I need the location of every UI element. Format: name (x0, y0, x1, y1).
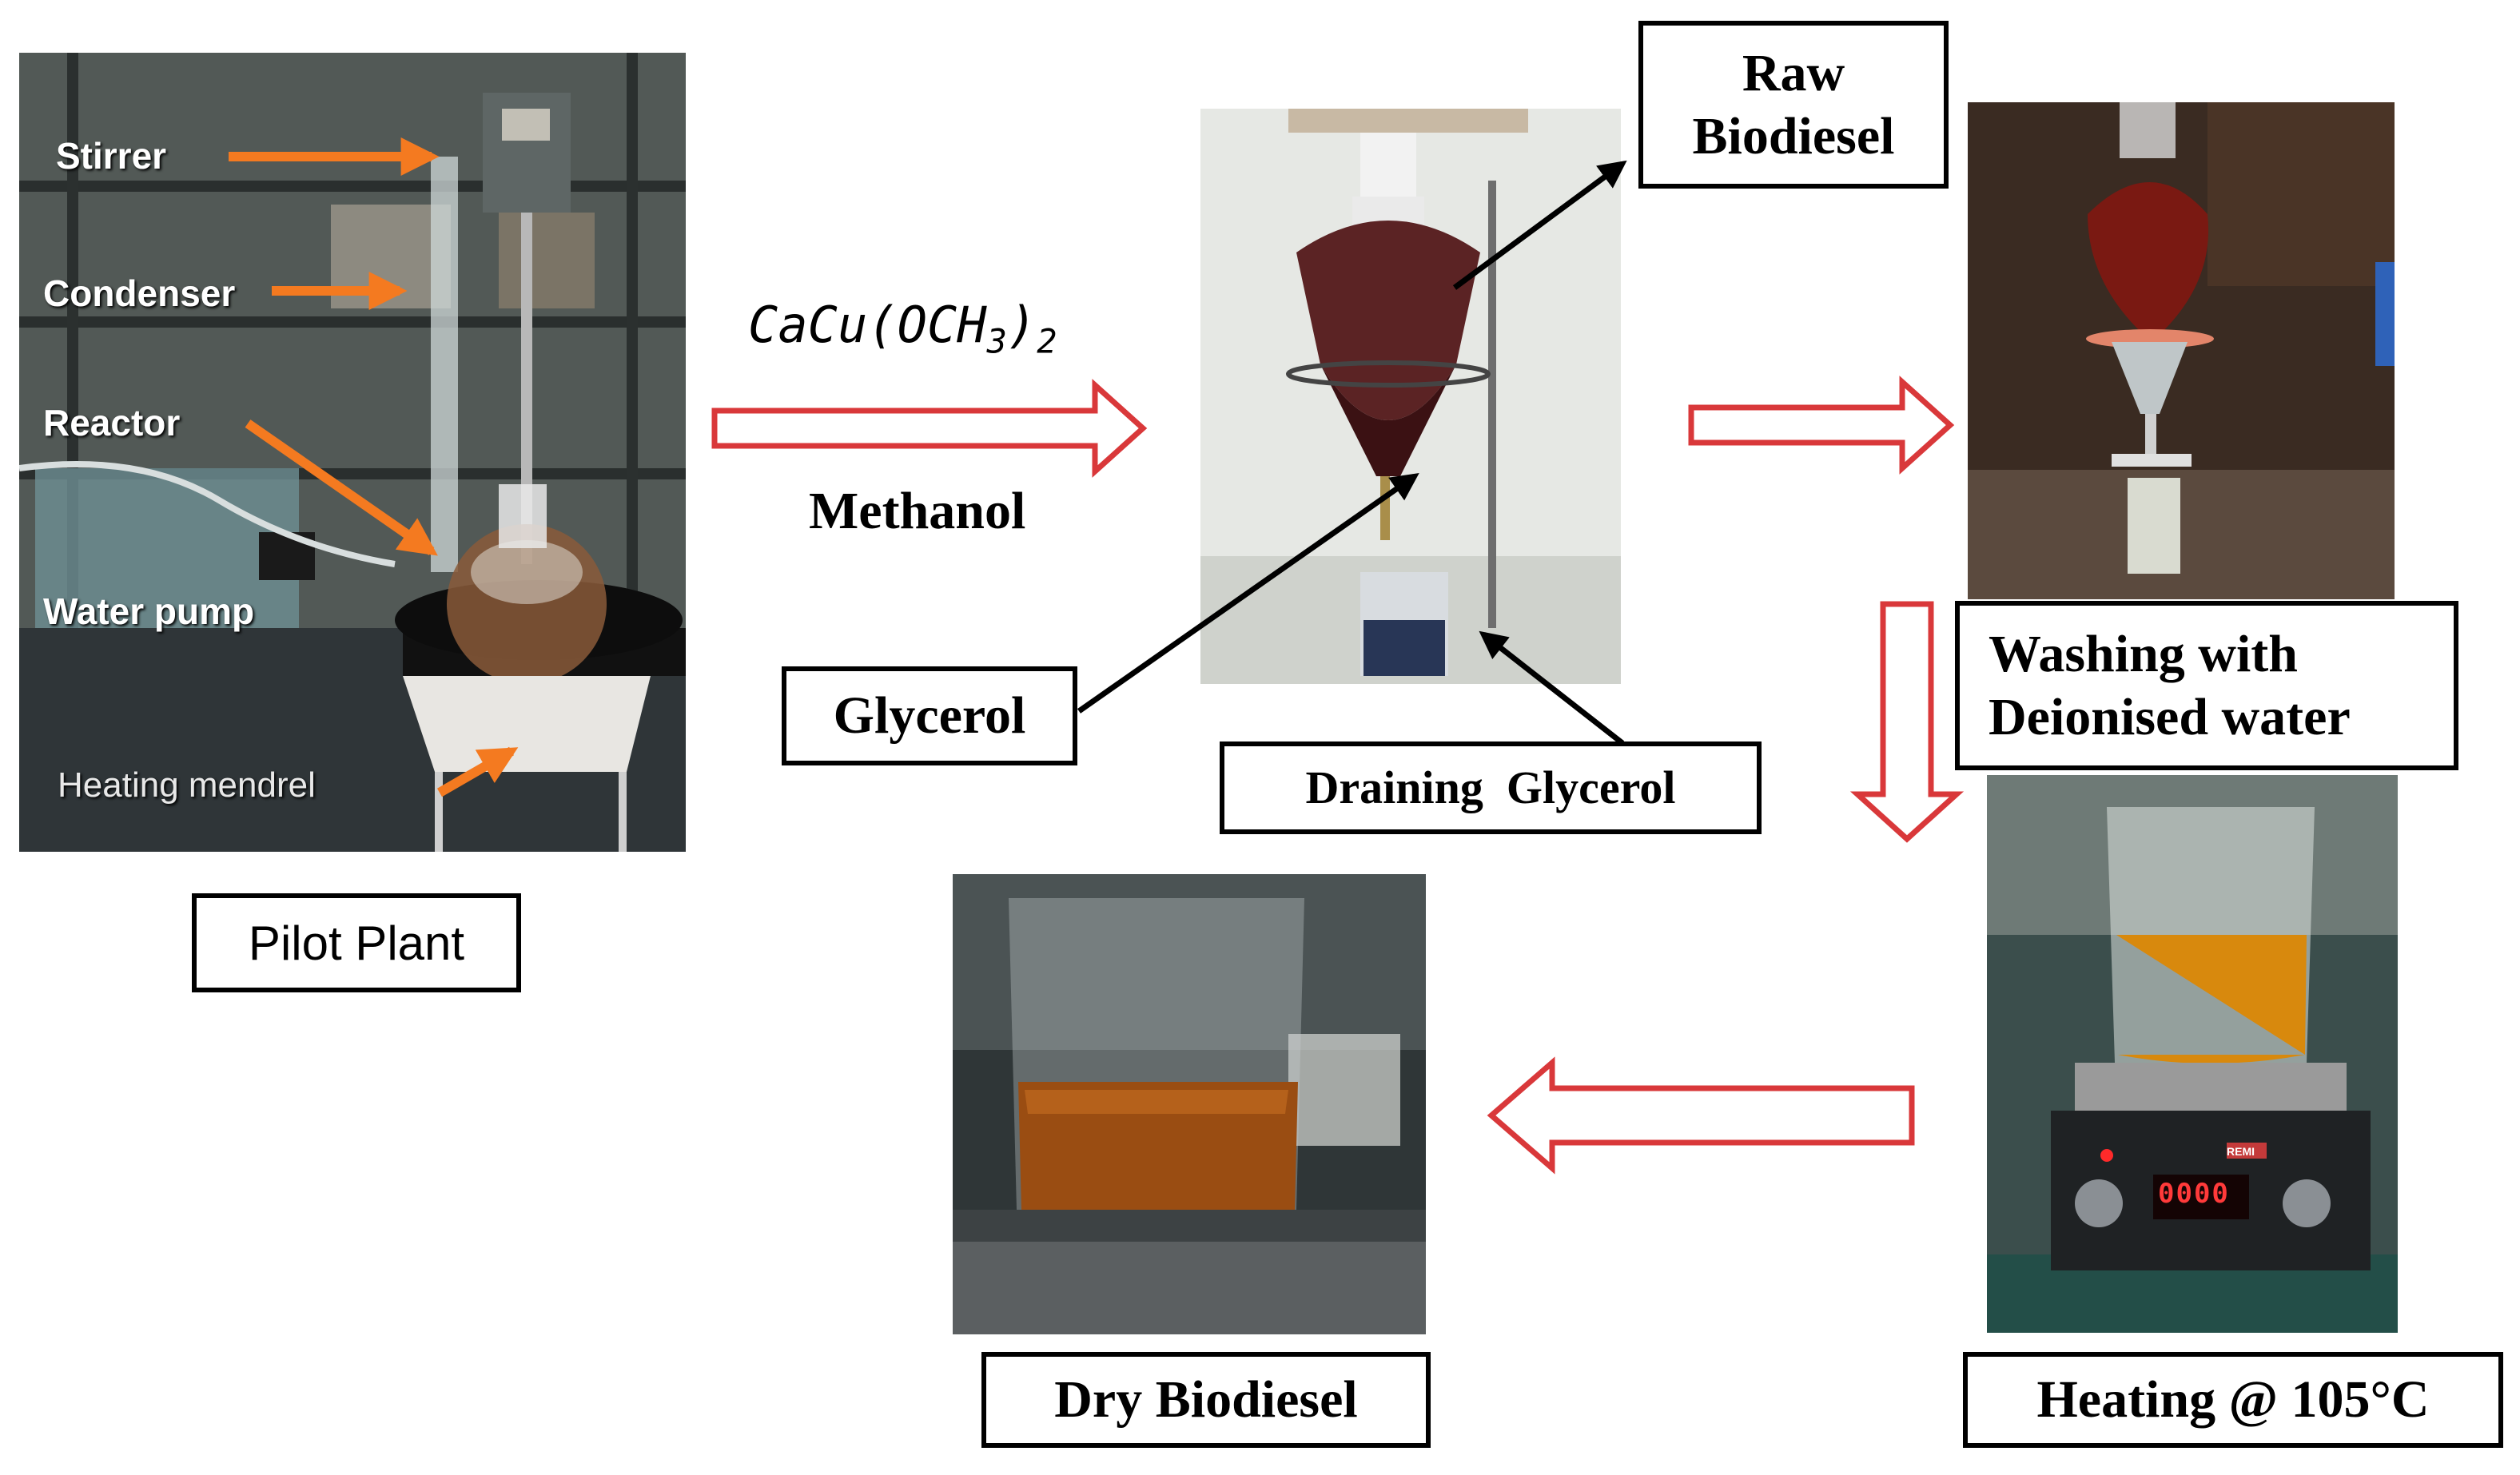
washing-line1: Washing with (1989, 624, 2298, 683)
draining-glycerol-box: Draining Glycerol (1220, 741, 1762, 834)
heating-mendrel-label: Heating mendrel (58, 765, 316, 805)
draining-glycerol-text: Draining Glycerol (1305, 761, 1676, 814)
washing-line2: Deionised water (1989, 688, 2351, 746)
flow-arrow-to-separation (711, 379, 1148, 478)
condenser-label: Condenser (43, 272, 236, 314)
stirrer-label: Stirrer (56, 135, 167, 177)
catalyst-close: ) (1006, 296, 1037, 354)
flow-arrow-to-washing (1688, 376, 1955, 475)
separation-photo (1200, 109, 1621, 684)
methanol-label: Methanol (809, 482, 1026, 540)
pilot-plant-photo (19, 53, 686, 852)
glycerol-box: Glycerol (782, 666, 1077, 765)
raw-biodiesel-line2: Biodiesel (1692, 107, 1895, 165)
heating-image (1987, 775, 2398, 1333)
heating-photo (1987, 775, 2398, 1333)
separation-image (1200, 109, 1621, 684)
water-pump-label: Water pump (43, 590, 255, 632)
catalyst-base: CaCu(OCH (748, 296, 987, 354)
washing-box: Washing with Deionised water (1955, 601, 2458, 770)
catalyst-subscript-2: 2 (1037, 321, 1057, 361)
hotplate-brand: REMI (2227, 1145, 2255, 1158)
heating-caption: Heating @ 105°C (1963, 1352, 2503, 1448)
reactor-label: Reactor (43, 402, 181, 443)
catalyst-subscript-3: 3 (986, 321, 1007, 361)
flow-arrow-to-dry (1487, 1056, 1915, 1175)
dry-biodiesel-image (953, 874, 1426, 1334)
dry-biodiesel-photo (953, 874, 1426, 1334)
pilot-plant-caption: Pilot Plant (192, 893, 521, 992)
raw-biodiesel-line1: Raw (1742, 43, 1845, 102)
flow-arrow-down-to-heating (1849, 601, 1965, 843)
washing-photo (1968, 102, 2395, 599)
hotplate-readout: 0000 (2158, 1178, 2230, 1210)
washing-image (1968, 102, 2395, 599)
pilot-plant-image (19, 53, 686, 852)
catalyst-formula: CaCu(OCH3)2 (748, 296, 1057, 360)
dry-biodiesel-caption: Dry Biodiesel (981, 1352, 1431, 1448)
raw-biodiesel-box: Raw Biodiesel (1638, 21, 1949, 189)
